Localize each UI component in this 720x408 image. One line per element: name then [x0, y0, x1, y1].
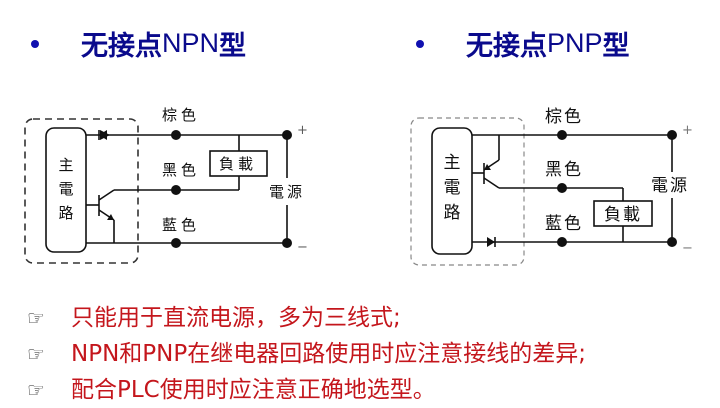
pnp-plus-sign: + [682, 123, 693, 138]
npn-transistor-icon [86, 189, 176, 243]
note-text: NPN和PNP在继电器回路使用时应注意接线的差异; [71, 341, 586, 367]
title-npn-prefix: 无接点 [81, 31, 162, 62]
pnp-minus-sign: − [682, 241, 693, 256]
pnp-black-terminal [557, 183, 567, 193]
npn-sensor-housing [24, 118, 139, 264]
pointing-hand-icon: ☞ [27, 378, 45, 402]
npn-diode-icon [98, 130, 110, 140]
bullet-icon [31, 39, 39, 48]
title-npn-suffix: 型 [219, 31, 247, 62]
npn-brown-label: 棕色 [162, 106, 200, 124]
notes-list: ☞ 只能用于直流电源，多为三线式; ☞ NPN和PNP在继电器回路使用时应注意接… [27, 300, 586, 408]
title-pnp-code: PNP [547, 28, 603, 58]
npn-main-circuit-box [45, 127, 87, 253]
npn-main-circuit-char-3: 路 [58, 204, 73, 222]
title-pnp-prefix: 无接点 [466, 31, 547, 62]
npn-plus-sign: + [297, 123, 308, 138]
npn-blue-terminal [171, 238, 181, 248]
pnp-blue-terminal [557, 237, 567, 247]
npn-labels: 主 電 路 棕色 黑色 藍色 負載 電源 + − [58, 106, 307, 255]
circuit-diagrams: 主 電 路 棕色 黑色 藍色 負載 電源 + − [24, 106, 693, 266]
note-text: 配合PLC使用时应注意正确地选型。 [71, 377, 436, 403]
pnp-main-circuit-box [431, 127, 473, 255]
note-text: 只能用于直流电源，多为三线式; [71, 305, 401, 331]
npn-main-circuit-char-2: 電 [58, 180, 73, 198]
pnp-black-label: 黑色 [545, 160, 583, 180]
bullet-icon [416, 39, 424, 48]
pnp-plus-terminal [667, 130, 677, 140]
pnp-power-label: 電源 [651, 176, 689, 196]
npn-power-label: 電源 [269, 183, 305, 201]
npn-brown-terminal [171, 130, 181, 140]
pnp-load-label: 負載 [604, 205, 642, 225]
pnp-blue-label: 藍色 [545, 214, 583, 234]
npn-diagram [24, 118, 292, 264]
pnp-labels: 主 電 路 棕色 黑色 藍色 負載 電源 + − [444, 107, 693, 256]
npn-load-label: 負載 [219, 155, 257, 173]
npn-minus-terminal [282, 238, 292, 248]
pointing-hand-icon: ☞ [27, 306, 45, 330]
npn-main-circuit-char-1: 主 [58, 156, 73, 174]
pnp-brown-label: 棕色 [545, 107, 583, 127]
pnp-minus-terminal [667, 237, 677, 247]
pnp-main-circuit-char-1: 主 [444, 153, 461, 173]
pnp-diode-icon [487, 237, 496, 247]
pnp-main-circuit-char-2: 電 [444, 178, 461, 198]
title-npn-code: NPN [162, 28, 220, 58]
pointing-hand-icon: ☞ [27, 342, 45, 366]
note-item: ☞ 配合PLC使用时应注意正确地选型。 [27, 372, 586, 408]
npn-black-terminal [171, 185, 181, 195]
pnp-sensor-housing [410, 117, 525, 266]
note-item: ☞ NPN和PNP在继电器回路使用时应注意接线的差异; [27, 336, 586, 372]
npn-plus-terminal [282, 130, 292, 140]
title-pnp-suffix: 型 [602, 31, 630, 62]
pnp-main-circuit-char-3: 路 [444, 203, 461, 223]
npn-minus-sign: − [297, 240, 308, 255]
pnp-transistor-icon [472, 135, 562, 189]
pnp-diagram [410, 117, 677, 266]
pnp-brown-terminal [557, 130, 567, 140]
npn-black-label: 黑色 [162, 161, 200, 179]
npn-blue-label: 藍色 [162, 216, 200, 234]
note-item: ☞ 只能用于直流电源，多为三线式; [27, 300, 586, 336]
